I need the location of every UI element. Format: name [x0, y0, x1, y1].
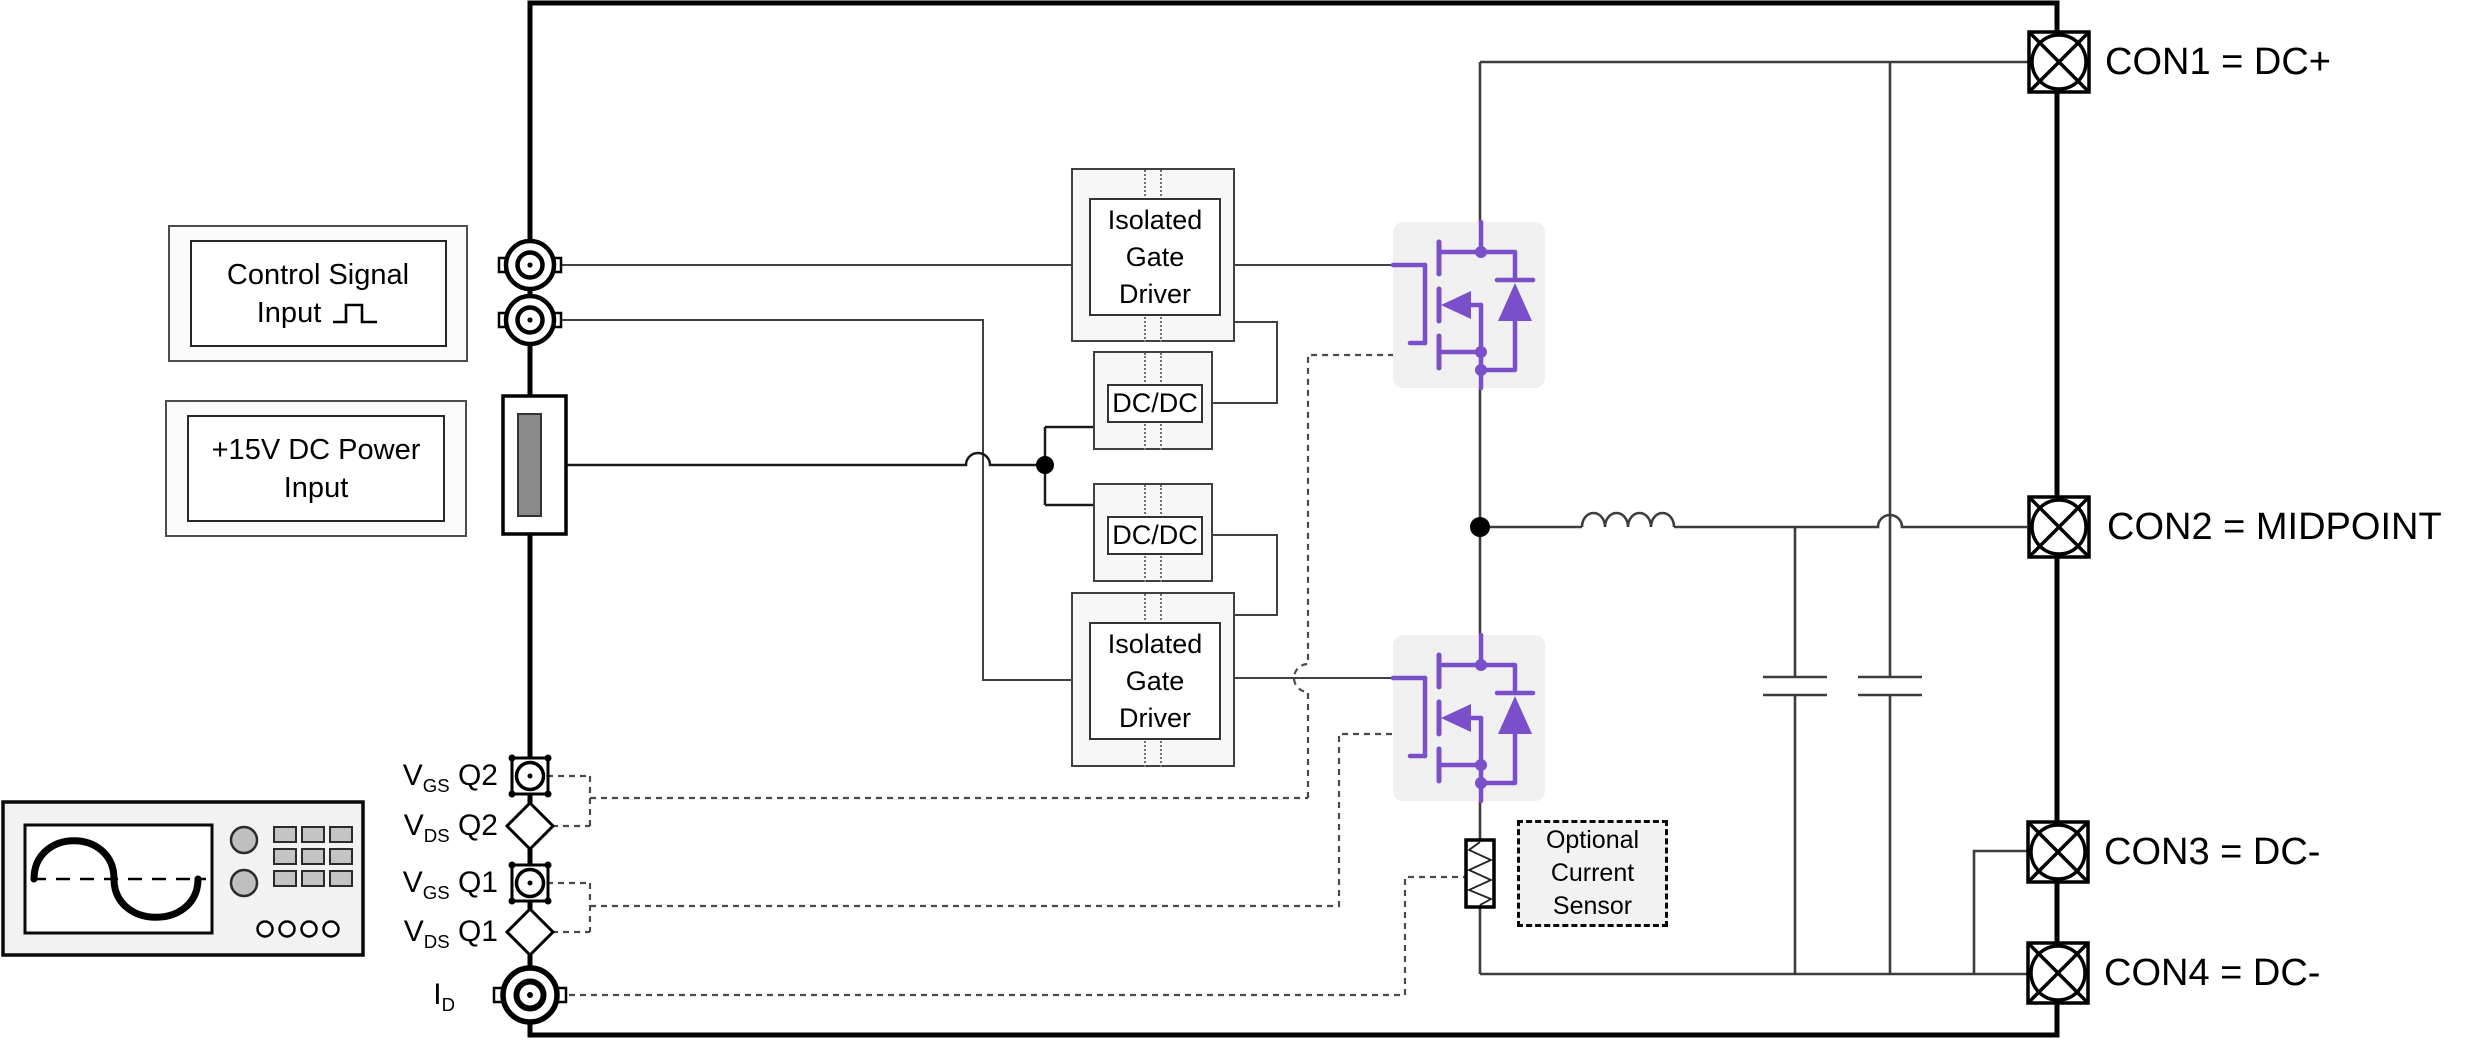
gate-driver-high-label: Isolated Gate Driver: [1089, 198, 1221, 316]
bnc-connector-icon: [497, 238, 563, 292]
q1-probe-run: [590, 732, 1393, 908]
midpoint-rail-b: [1674, 513, 2027, 529]
scope-knob: [229, 868, 259, 898]
measurement-connectors: [492, 754, 568, 1025]
isolation-barrier-dots: [1144, 738, 1162, 767]
dcdc-low-box: DC/DC: [1093, 483, 1213, 582]
id-label: ID: [433, 978, 455, 1015]
con3-branch-wire: [1972, 849, 2028, 974]
id-probe-run: [558, 875, 1466, 997]
power-stage-wires: [1478, 60, 2029, 976]
power-15v-wires: [566, 425, 1093, 507]
dcdc-high-label: DC/DC: [1107, 384, 1203, 423]
mmcx-connector-icon: [508, 861, 552, 905]
capacitor-icon-c2: [1858, 675, 1922, 697]
capacitor-icon-c1: [1763, 675, 1827, 697]
board-outline: [527, 0, 2060, 1038]
optional-current-sensor-box: Optional Current Sensor: [1517, 820, 1668, 927]
gate-driver-low-label: Isolated Gate Driver: [1089, 622, 1221, 740]
panel-connector-icon-con1: [2027, 30, 2091, 94]
isolation-barrier-dots: [1144, 170, 1162, 200]
gate-driver-high-box: Isolated Gate Driver: [1071, 168, 1235, 342]
con4-label: CON4 = DC-: [2104, 952, 2321, 994]
vgs-q2-label: VGS Q2: [402, 759, 498, 796]
pulse-waveform-icon: [333, 303, 378, 323]
midpoint-junction-dot: [1470, 517, 1490, 537]
dc-power-input-label: +15V DC Power Input: [187, 415, 445, 522]
panel-connector-icon-con3: [2026, 820, 2090, 884]
con2-label: CON2 = MIDPOINT: [2107, 506, 2442, 548]
dcdc-high-box: DC/DC: [1093, 351, 1213, 450]
power-junction-dot: [1036, 456, 1054, 474]
test-point-diamond-icon: [504, 906, 556, 958]
scope-sine-trace: [30, 837, 202, 921]
dcdc-low-label: DC/DC: [1107, 516, 1203, 555]
mosfet-q2: [1393, 222, 1545, 388]
bnc-connector-icon-id: [492, 965, 568, 1025]
control-input-connectors: [497, 238, 563, 347]
isolation-barrier-dots: [1144, 421, 1162, 450]
control-signal-label-line1: Control Signal: [226, 258, 410, 291]
shunt-resistor-icon: [1464, 838, 1496, 909]
vds-q1-label: VDS Q1: [403, 915, 498, 952]
q2-probe-bracket: [547, 774, 592, 828]
con3-label: CON3 = DC-: [2104, 831, 2321, 873]
isolation-barrier-dots: [1144, 485, 1162, 518]
dc-power-input-box: +15V DC Power Input: [165, 400, 467, 537]
mosfet-q1: [1393, 635, 1545, 801]
mmcx-connector-icon: [508, 754, 552, 798]
isolation-barrier-dots: [1144, 594, 1162, 624]
panel-connector-icon-con4: [2026, 941, 2090, 1005]
power-jack-connector: [501, 394, 568, 536]
vgs-q1-label: VGS Q1: [402, 866, 498, 903]
q2-probe-riser: [1292, 353, 1393, 798]
panel-connector-icon-con2: [2027, 495, 2091, 559]
test-point-diamond-icon: [504, 800, 556, 852]
gate-driver-low-box: Isolated Gate Driver: [1071, 592, 1235, 767]
con1-label: CON1 = DC+: [2105, 41, 2331, 83]
scope-indicator-dots: [256, 920, 340, 938]
vds-q2-label: VDS Q2: [403, 809, 498, 846]
measurement-dashed-wires: [547, 353, 1466, 997]
scope-buttons: [273, 826, 353, 887]
isolation-barrier-dots: [1144, 553, 1162, 582]
oscilloscope-icon: [1, 800, 365, 957]
bnc-connector-icon: [497, 293, 563, 347]
control-signal-wires: [545, 264, 1393, 681]
control-signal-input-box: Control Signal Input: [168, 225, 468, 362]
control-signal-label-line2: Input: [256, 296, 322, 329]
panel-connectors: [2026, 30, 2091, 1005]
inductor-icon: [1580, 511, 1676, 528]
q1-probe-bracket: [547, 881, 592, 934]
isolation-barrier-dots: [1144, 314, 1162, 342]
scope-knob: [229, 825, 259, 855]
isolation-barrier-dots: [1144, 353, 1162, 386]
